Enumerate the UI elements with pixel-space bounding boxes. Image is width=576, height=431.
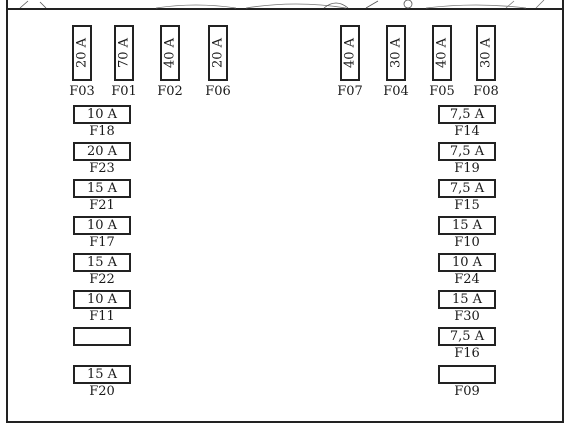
top-fuse: 40 A bbox=[432, 25, 452, 81]
fuse-code: F04 bbox=[383, 84, 409, 99]
fuse-code: F08 bbox=[473, 84, 499, 99]
fuse-rating: 40 A bbox=[342, 37, 358, 69]
right-column-fuse: 15 A bbox=[438, 290, 496, 309]
fuse-code: F10 bbox=[454, 235, 480, 250]
fuse-code: F07 bbox=[337, 84, 363, 99]
right-column-fuse: 15 A bbox=[438, 216, 496, 235]
right-column-fuse bbox=[438, 365, 496, 384]
fuse-code: F03 bbox=[69, 84, 95, 99]
right-column-fuse: 10 A bbox=[438, 253, 496, 272]
fuse-code: F02 bbox=[157, 84, 183, 99]
fuse-rating: 20 A bbox=[74, 37, 90, 69]
left-column-fuse: 20 A bbox=[73, 142, 131, 161]
fuse-code: F24 bbox=[454, 272, 480, 287]
fuse-code: F18 bbox=[89, 124, 115, 139]
fuse-code: F22 bbox=[89, 272, 115, 287]
fuse-code: F15 bbox=[454, 198, 480, 213]
left-column-fuse: 15 A bbox=[73, 365, 131, 384]
fuse-code: F09 bbox=[454, 384, 480, 399]
left-column-fuse: 15 A bbox=[73, 179, 131, 198]
top-fuse: 40 A bbox=[340, 25, 360, 81]
top-fuse: 70 A bbox=[114, 25, 134, 81]
fuse-code: F01 bbox=[111, 84, 137, 99]
top-fuse: 30 A bbox=[476, 25, 496, 81]
fuse-code: F05 bbox=[429, 84, 455, 99]
fuse-code: F11 bbox=[89, 309, 115, 324]
fuse-code: F21 bbox=[89, 198, 115, 213]
left-column-fuse: 10 A bbox=[73, 290, 131, 309]
fuse-rating: 40 A bbox=[434, 37, 450, 69]
fuse-rating: 30 A bbox=[388, 37, 404, 69]
fuse-rating: 30 A bbox=[478, 37, 494, 69]
fuse-code: F19 bbox=[454, 161, 480, 176]
fuse-code: F14 bbox=[454, 124, 480, 139]
fuse-code: F16 bbox=[454, 346, 480, 361]
fuse-code: F20 bbox=[89, 384, 115, 399]
fuse-rating: 20 A bbox=[210, 37, 226, 69]
right-column-fuse: 7,5 A bbox=[438, 327, 496, 346]
left-column-fuse: 15 A bbox=[73, 253, 131, 272]
right-column-fuse: 7,5 A bbox=[438, 142, 496, 161]
left-column-fuse: 10 A bbox=[73, 216, 131, 235]
fuse-code: F17 bbox=[89, 235, 115, 250]
left-column-fuse: 10 A bbox=[73, 105, 131, 124]
fuse-rating: 40 A bbox=[162, 37, 178, 69]
vehicle-sketch-strip bbox=[6, 0, 564, 10]
top-fuse: 20 A bbox=[72, 25, 92, 81]
fuse-panel bbox=[6, 0, 564, 423]
fuse-code: F30 bbox=[454, 309, 480, 324]
fuse-code: F23 bbox=[89, 161, 115, 176]
top-fuse: 20 A bbox=[208, 25, 228, 81]
fuse-code: F06 bbox=[205, 84, 231, 99]
top-fuse: 30 A bbox=[386, 25, 406, 81]
left-column-fuse bbox=[73, 327, 131, 346]
right-column-fuse: 7,5 A bbox=[438, 179, 496, 198]
right-column-fuse: 7,5 A bbox=[438, 105, 496, 124]
top-fuse: 40 A bbox=[160, 25, 180, 81]
fuse-rating: 70 A bbox=[116, 37, 132, 69]
